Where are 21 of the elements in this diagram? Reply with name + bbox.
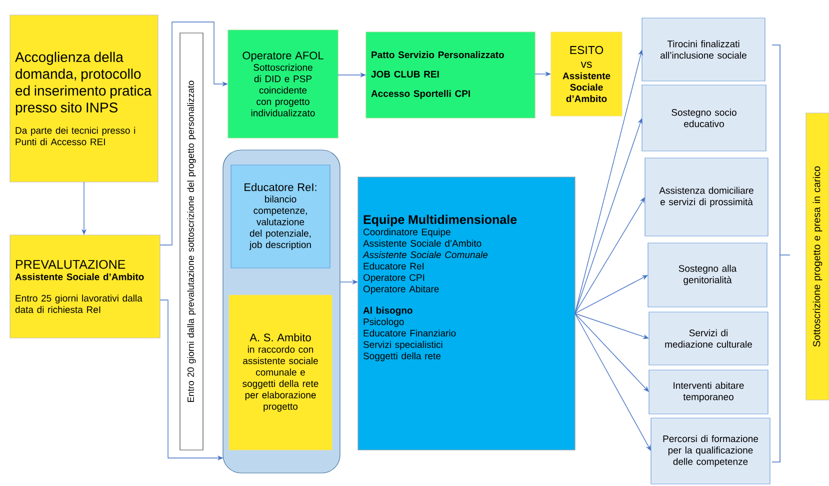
process-box: Accoglienza della domanda, protocollo ed inserimento pratica presso sito INPS Da parte dei tecnici presso i Punti di Accesso REI (10, 14, 158, 182)
arrow (574, 275, 648, 314)
service-box: Tirocini finalizzati all’inclusione sociale (642, 18, 766, 82)
arrow (574, 313, 651, 451)
team-box: Equipe Multidimensionale Coordinatore Equipe Assistente Sociale d’Ambito Assistente Sociale Comunale Educatore ReI Operatore CPI Operatore Abitare Al bisogno Psicologo Educatore Finanziario Servizi specialistici Soggetti della rete (358, 176, 576, 450)
process-box: Operatore AFOL Sottoscrizione di DID e PSP coincidente con progetto individualizzato (228, 30, 338, 138)
process-box: Educatore ReI: bilancio competenze, valutazione del potenziale, job description (230, 164, 330, 268)
service-box: Assistenza domiciliare e servizi di prossimità (644, 158, 768, 236)
vertical-band: Entro 20 giorni dalla prevalutazione sottoscrizione del progetto personalizzato (180, 32, 204, 450)
vertical-band: Sottoscrizione progetto e presa in carico (806, 112, 829, 400)
arrow (574, 313, 649, 392)
arrow (574, 197, 645, 314)
process-box: PREVALUTAZIONE Assistente Sociale d’Ambito Entro 25 giorni lavorativi dalla data di richiesta ReI (10, 234, 160, 338)
outcome-box: ESITO vs Assistente Sociale d’Ambito (550, 32, 622, 116)
service-box: Sostegno alla genitorialità (648, 242, 768, 308)
process-box: A. S. Ambito in raccordo con assistente sociale comunale e soggetti della rete per elaborazione progetto (228, 294, 332, 450)
service-box: Interventi abitare temporaneo (648, 370, 768, 414)
service-box: Servizi di mediazione culturale (648, 312, 768, 366)
service-box: Percorsi di formazione per la qualificazione delle competenze (650, 418, 770, 484)
process-box: Patto Servizio Personalizzato JOB CLUB REI Accesso Sportelli CPI (366, 32, 536, 118)
service-box: Sostegno socio educativo (642, 84, 766, 152)
